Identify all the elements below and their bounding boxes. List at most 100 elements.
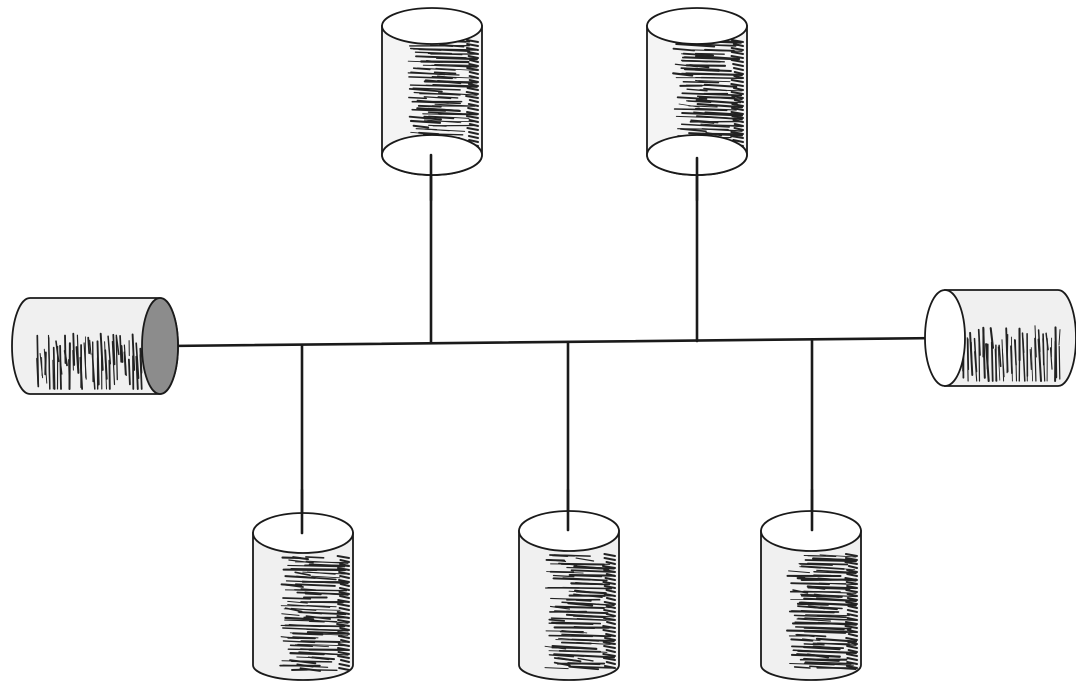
shading-stroke: [63, 349, 68, 367]
shading-stroke: [139, 347, 143, 374]
shading-stroke: [338, 635, 350, 639]
shading-stroke: [282, 664, 329, 668]
shading-stroke: [561, 630, 588, 634]
shading-stroke: [603, 553, 616, 557]
shading-stroke: [305, 641, 349, 643]
shading-stroke: [284, 616, 315, 621]
backbone-wire: [166, 336, 944, 348]
shading-stroke: [465, 47, 479, 51]
shading-stroke: [408, 96, 427, 100]
shading-stroke: [847, 633, 858, 637]
shading-stroke: [466, 43, 479, 47]
shading-stroke: [733, 75, 744, 79]
shading-stroke: [409, 119, 442, 124]
shading-stroke: [548, 634, 594, 638]
shading-stroke: [844, 625, 858, 629]
shading-stroke: [602, 625, 616, 629]
shading-stroke: [603, 557, 616, 561]
shading-stroke: [338, 667, 350, 671]
tin-can-bottom-left: [252, 512, 354, 681]
shading-stroke: [677, 128, 729, 131]
shading-stroke: [845, 665, 858, 669]
shading-stroke: [705, 132, 723, 137]
can-shading: [544, 553, 616, 671]
shading-stroke: [423, 119, 462, 124]
shading-stroke: [567, 602, 594, 607]
shading-stroke: [604, 637, 616, 641]
shading-stroke: [294, 583, 336, 587]
shading-stroke: [340, 639, 350, 643]
shading-stroke: [281, 613, 300, 616]
shading-stroke: [605, 661, 616, 665]
shading-stroke: [566, 566, 608, 570]
shading-stroke: [730, 135, 744, 139]
shading-stroke: [467, 103, 479, 107]
tin-can-left-end: [11, 297, 179, 395]
shading-stroke: [690, 119, 719, 124]
shading-stroke: [468, 71, 479, 75]
shading-stroke: [847, 641, 858, 645]
shading-stroke: [695, 107, 737, 111]
shading-stroke: [337, 631, 350, 635]
shading-stroke: [692, 49, 743, 52]
shading-stroke: [337, 651, 350, 655]
shading-stroke: [467, 83, 479, 87]
shading-stroke: [418, 89, 435, 91]
shading-stroke: [813, 570, 857, 574]
shading-stroke: [297, 611, 322, 615]
can-shading: [786, 553, 858, 670]
shading-stroke: [436, 75, 457, 79]
shading-stroke: [339, 559, 350, 563]
shading-stroke: [997, 346, 1001, 381]
shading-stroke: [548, 654, 575, 658]
shading-stroke: [41, 356, 43, 376]
shading-stroke: [408, 115, 442, 121]
shading-stroke: [603, 645, 616, 649]
shading-stroke: [337, 643, 350, 647]
shading-stroke: [115, 336, 118, 381]
shading-stroke: [604, 577, 616, 581]
shading-stroke: [544, 667, 569, 670]
shading-stroke: [336, 623, 350, 627]
shading-stroke: [338, 591, 350, 595]
shading-stroke: [844, 577, 858, 581]
shading-stroke: [282, 597, 312, 600]
wires: [166, 156, 944, 532]
shading-stroke: [287, 604, 331, 608]
shading-stroke: [411, 108, 447, 112]
shading-stroke: [417, 104, 442, 108]
shading-stroke: [695, 55, 741, 61]
shading-stroke: [339, 595, 350, 599]
shading-stroke: [290, 567, 347, 571]
shading-stroke: [439, 43, 465, 48]
shading-stroke: [435, 56, 478, 61]
shading-stroke: [790, 653, 841, 658]
shading-stroke: [704, 124, 743, 127]
shading-stroke: [306, 571, 336, 575]
shading-stroke: [807, 555, 837, 558]
shading-stroke: [284, 607, 303, 613]
shading-stroke: [468, 131, 479, 135]
shading-stroke: [304, 591, 349, 596]
shading-stroke: [567, 662, 601, 666]
shading-stroke: [427, 107, 460, 112]
shading-stroke: [798, 601, 857, 607]
shading-stroke: [52, 346, 56, 390]
shading-stroke: [793, 614, 837, 618]
shading-stroke: [59, 356, 63, 375]
shading-stroke: [289, 644, 314, 647]
shading-stroke: [466, 111, 479, 115]
shading-stroke: [338, 663, 350, 667]
shading-stroke: [311, 575, 341, 579]
shading-stroke: [115, 334, 120, 356]
shading-stroke: [847, 649, 858, 653]
shading-stroke: [682, 81, 720, 84]
shading-stroke: [730, 131, 744, 135]
shading-stroke: [685, 64, 727, 67]
shading-stroke: [422, 133, 464, 136]
shading-stroke: [295, 575, 337, 581]
shading-stroke: [602, 657, 616, 661]
shading-stroke: [845, 637, 858, 641]
shading-stroke: [435, 67, 478, 71]
shading-stroke: [282, 583, 304, 588]
